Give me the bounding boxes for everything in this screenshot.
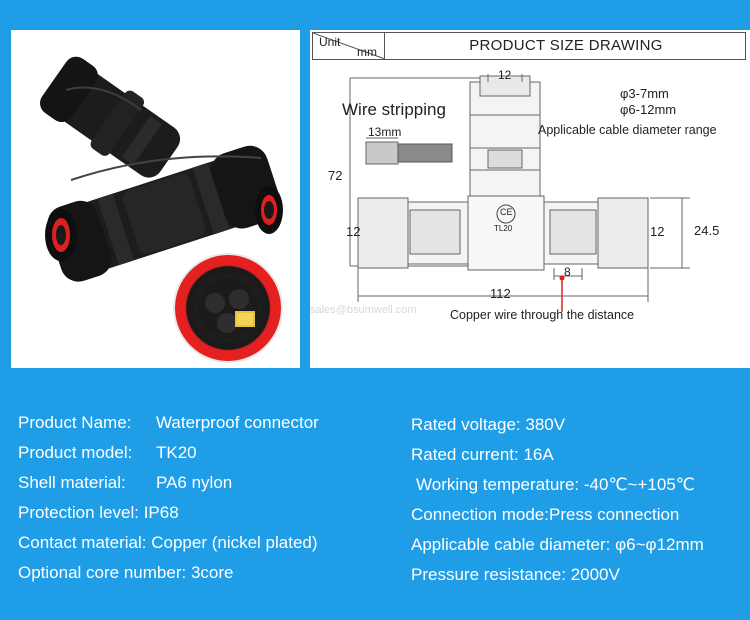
spec-row: Optional core number: 3core bbox=[18, 558, 319, 588]
spec-value: φ6~φ12mm bbox=[615, 535, 704, 554]
spec-label: Pressure resistance: bbox=[411, 565, 566, 584]
cable-range-2: φ6-12mm bbox=[620, 102, 677, 117]
spec-row: Working temperature: -40℃~+105℃ bbox=[411, 470, 704, 500]
cable-range-1: φ3-7mm bbox=[620, 86, 669, 101]
drawing-header: Unit mm PRODUCT SIZE DRAWING bbox=[312, 32, 746, 60]
strip-length: 13mm bbox=[368, 125, 402, 139]
spec-label: Product Name: bbox=[18, 413, 132, 432]
copper-note: Copper wire through the distance bbox=[450, 308, 635, 322]
cable-range-note: Applicable cable diameter range bbox=[538, 123, 717, 137]
spec-value: Copper (nickel plated) bbox=[151, 533, 318, 552]
spec-value: IP68 bbox=[143, 503, 179, 522]
spec-value: TK20 bbox=[156, 443, 197, 462]
spec-label: Rated current: bbox=[411, 445, 519, 464]
spec-label: Rated voltage: bbox=[411, 415, 521, 434]
spec-label: Contact material: bbox=[18, 533, 147, 552]
spec-row: Pressure resistance: 2000V bbox=[411, 560, 704, 590]
spec-label: Working temperature: bbox=[416, 475, 580, 494]
specs-right: Rated voltage: 380V Rated current: 16A W… bbox=[411, 410, 704, 590]
spec-label: Optional core number: bbox=[18, 563, 187, 582]
spec-label: Connection mode: bbox=[411, 505, 549, 524]
dim-right: 12 bbox=[650, 224, 665, 239]
size-drawing: Unit mm PRODUCT SIZE DRAWING bbox=[310, 30, 750, 368]
specs-left: Product Name: Waterproof connector Produc… bbox=[18, 408, 319, 588]
spec-value: -40℃~+105℃ bbox=[583, 475, 695, 494]
wire-stripping-graphic bbox=[365, 137, 453, 165]
product-photo bbox=[11, 30, 300, 368]
dim-top: 12 bbox=[498, 68, 512, 82]
spec-value: Press connection bbox=[548, 505, 680, 524]
spec-row: Product model: TK20 bbox=[18, 438, 319, 468]
spec-row: Contact material: Copper (nickel plated) bbox=[18, 528, 319, 558]
spec-value: 16A bbox=[523, 445, 554, 464]
spec-row: Shell material: PA6 nylon bbox=[18, 468, 319, 498]
spec-value: 2000V bbox=[570, 565, 620, 584]
unit-label: Unit bbox=[319, 35, 341, 49]
spec-value: PA6 nylon bbox=[156, 473, 233, 492]
dim-gap: 8 bbox=[564, 265, 571, 279]
spec-label: Shell material: bbox=[18, 473, 126, 492]
mm-label: mm bbox=[357, 45, 377, 59]
t-connector-image bbox=[40, 56, 283, 282]
ce-mark: CE bbox=[500, 207, 513, 217]
spec-row: Rated current: 16A bbox=[411, 440, 704, 470]
spec-label: Protection level: bbox=[18, 503, 139, 522]
spec-value: 380V bbox=[525, 415, 566, 434]
body-label: TL20 bbox=[494, 224, 513, 233]
spec-label: Product model: bbox=[18, 443, 133, 462]
spec-row: Connection mode:Press connection bbox=[411, 500, 704, 530]
connector-inset-closeup bbox=[173, 253, 283, 363]
dim-left: 12 bbox=[346, 224, 361, 239]
technical-drawing bbox=[349, 74, 690, 312]
dim-length: 112 bbox=[490, 286, 511, 301]
spec-row: Rated voltage: 380V bbox=[411, 410, 704, 440]
dim-right-height: 24.5 bbox=[694, 223, 720, 238]
wire-stripping-label: Wire stripping bbox=[342, 100, 446, 119]
spec-row: Protection level: IP68 bbox=[18, 498, 319, 528]
unit-box: Unit mm bbox=[313, 33, 385, 59]
spec-value: Waterproof connector bbox=[156, 413, 319, 432]
drawing-title: PRODUCT SIZE DRAWING bbox=[469, 37, 663, 54]
spec-row: Product Name: Waterproof connector bbox=[18, 408, 319, 438]
dim-height: 72 bbox=[328, 168, 343, 183]
spec-row: Applicable cable diameter: φ6~φ12mm bbox=[411, 530, 704, 560]
spec-label: Applicable cable diameter: bbox=[411, 535, 611, 554]
watermark: sales@bsumwell.com bbox=[310, 304, 417, 316]
spec-value: 3core bbox=[190, 563, 234, 582]
